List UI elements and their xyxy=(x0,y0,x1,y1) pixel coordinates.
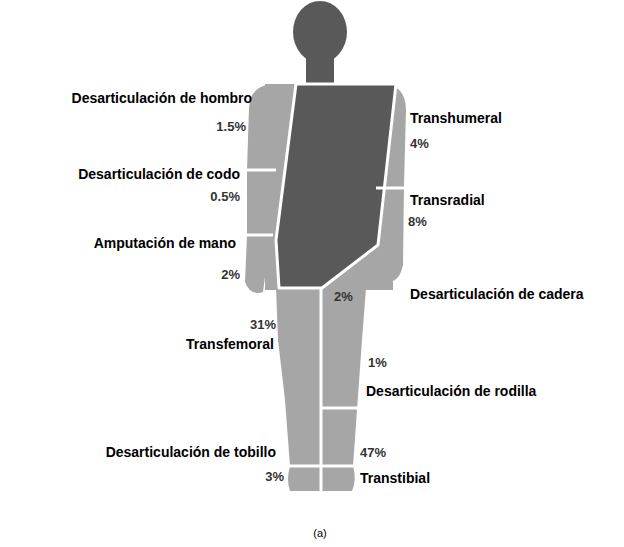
ankle-line xyxy=(321,465,358,468)
elbow-line xyxy=(376,187,408,190)
leg-split xyxy=(320,288,323,493)
left-leg xyxy=(276,288,321,491)
part-label: Amputación de mano xyxy=(94,235,236,251)
part-label: Transhumeral xyxy=(410,110,502,126)
elbow-line xyxy=(244,169,276,172)
percent-label: 8% xyxy=(408,215,427,230)
part-label: Transradial xyxy=(410,192,485,208)
part-label: Desarticulación de tobillo xyxy=(106,444,276,460)
percent-label: 31% xyxy=(250,318,276,333)
percent-label: 2% xyxy=(334,290,353,305)
part-label: Desarticulación de rodilla xyxy=(366,383,536,399)
percent-label: 1% xyxy=(368,356,387,371)
part-label: Desarticulación de hombro xyxy=(72,90,252,106)
figure-caption: (a) xyxy=(313,527,326,540)
part-label: Transfemoral xyxy=(186,336,274,352)
part-label: Desarticulación de codo xyxy=(78,166,240,182)
percent-label: 4% xyxy=(410,137,429,152)
right-leg xyxy=(321,288,366,491)
trunk-region xyxy=(276,84,396,288)
ankle-line xyxy=(284,465,321,468)
neck xyxy=(306,55,334,87)
percent-label: 1.5% xyxy=(216,120,246,135)
knee-line xyxy=(320,407,368,410)
head xyxy=(293,1,347,63)
percent-label: 47% xyxy=(360,446,386,461)
trunk xyxy=(276,1,396,288)
percent-label: 2% xyxy=(221,268,240,283)
limb-segments xyxy=(245,84,406,491)
percent-label: 3% xyxy=(265,470,284,485)
part-label: Transtibial xyxy=(360,470,430,486)
part-label: Desarticulación de cadera xyxy=(410,286,584,302)
wrist-line xyxy=(244,234,273,237)
percent-label: 0.5% xyxy=(210,190,240,205)
